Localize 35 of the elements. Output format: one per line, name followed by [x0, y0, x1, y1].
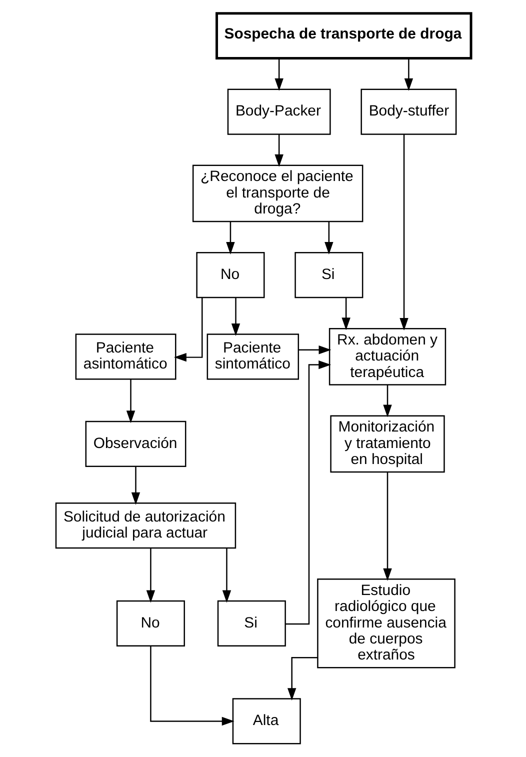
node-box: Si [216, 600, 286, 646]
arrow [226, 222, 234, 254]
arrow [130, 466, 140, 505]
node-box: Body-stuffer [360, 88, 456, 135]
arrow [284, 360, 331, 625]
node-box: ¿Reconoce el paciente el transporte de droga? [192, 164, 363, 222]
node-box: Sospecha de transporte de droga [215, 12, 472, 60]
node-box: Rx. abdomen y actuación terapéutica [328, 328, 446, 386]
arrow [382, 472, 392, 581]
arrow [222, 548, 231, 603]
arrow [341, 298, 350, 330]
arrow [404, 58, 413, 91]
node-box: Si [294, 252, 363, 298]
node-box: Paciente sintomático [206, 334, 299, 380]
arrow [274, 134, 283, 167]
arrow [399, 134, 408, 330]
arrow [286, 657, 318, 701]
arrow [126, 379, 135, 424]
arrow [150, 646, 234, 726]
node-box: Paciente asintomático [74, 334, 176, 380]
arrow [230, 298, 240, 336]
arrow [173, 298, 202, 362]
node-box: Alta [232, 698, 300, 744]
node-box: Body-Packer [226, 88, 330, 135]
arrow [382, 384, 392, 418]
arrow [274, 58, 283, 91]
arrow [146, 548, 155, 603]
node-box: Observación [84, 420, 186, 467]
node-box: Monitorización y tratamiento en hospital [330, 415, 444, 473]
node-box: Solicitud de autorización judicial para actuar [54, 502, 236, 549]
node-box: No [116, 600, 184, 646]
arrow [324, 222, 333, 254]
node-box: No [196, 252, 264, 298]
arrow [298, 345, 331, 354]
node-box: Estudio radiológico que confirme ausencia de cuerpos extraños [316, 578, 455, 668]
